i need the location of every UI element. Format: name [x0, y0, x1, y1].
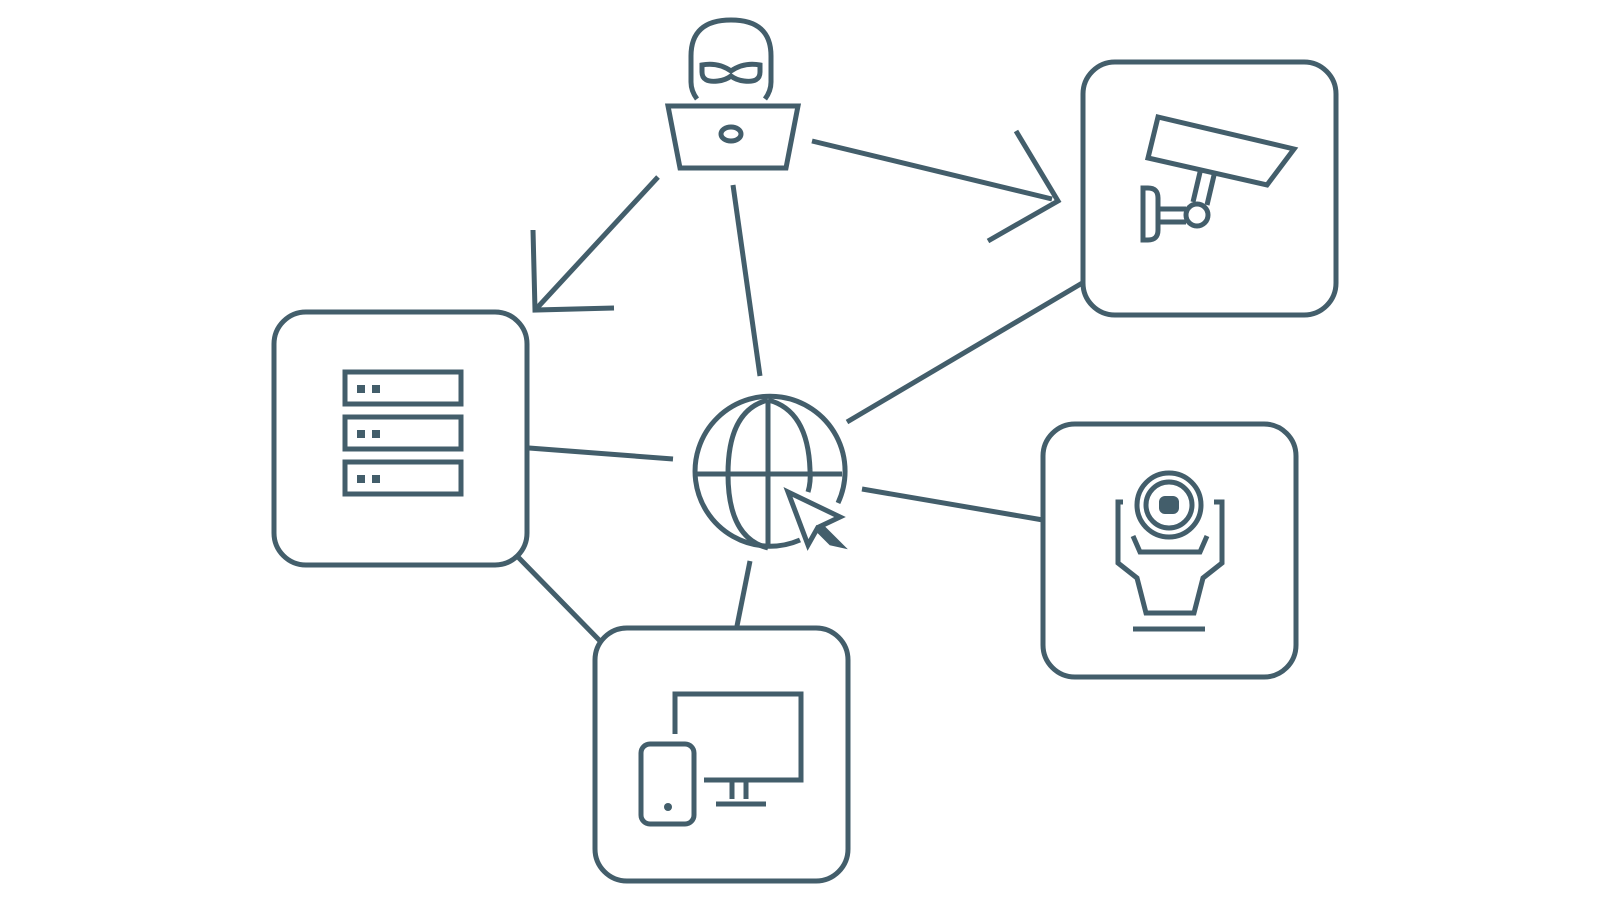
security-camera-icon [1140, 113, 1299, 243]
arrowhead-camera [986, 129, 1062, 244]
edge-internet-webcam [861, 486, 1044, 523]
edge-attacker-server [535, 175, 660, 310]
webcam-icon [1115, 470, 1225, 632]
devices-node-box [592, 625, 851, 884]
edge-internet-devices [734, 560, 753, 627]
hacker-with-laptop-icon [664, 17, 802, 171]
edge-internet-camera [845, 279, 1086, 425]
edge-attacker-camera [811, 138, 1053, 202]
arrowhead-server [530, 229, 615, 313]
devices-node [592, 625, 851, 884]
webcam-node-box [1040, 421, 1299, 680]
server-node-box [271, 309, 530, 568]
edge-server-devices [516, 555, 604, 645]
edge-attacker-internet [730, 184, 763, 377]
connectors [516, 129, 1086, 645]
camera-node-box [1080, 59, 1339, 318]
camera-node [1080, 59, 1339, 318]
monitor-and-phone-icon [638, 691, 804, 827]
webcam-node [1040, 421, 1299, 680]
edge-internet-server [528, 445, 674, 462]
server-rack-icon [342, 369, 464, 497]
globe-with-cursor-icon [692, 393, 848, 551]
server-node [271, 309, 530, 568]
